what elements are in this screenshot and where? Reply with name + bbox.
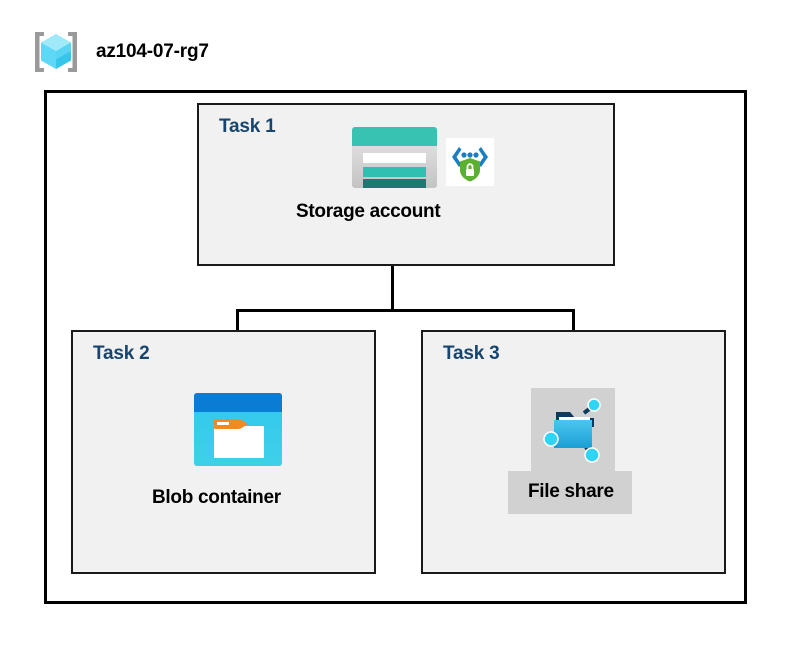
file-share-label: File share <box>508 471 632 514</box>
blob-container-label: Blob container <box>152 487 281 508</box>
blob-container-icon <box>194 393 282 466</box>
resource-group-header: az104-07-rg7 <box>30 26 209 78</box>
task-3-label: Task 3 <box>443 343 500 364</box>
connector-storage-trunk <box>391 228 394 312</box>
storage-account-label: Storage account <box>296 201 441 222</box>
resource-group-cube-icon <box>30 26 82 78</box>
task-2-label: Task 2 <box>93 343 150 364</box>
file-share-icon <box>531 388 615 472</box>
resource-group-name: az104-07-rg7 <box>96 41 209 62</box>
task-1-label: Task 1 <box>219 116 276 137</box>
connector-horizontal-bus <box>236 309 575 312</box>
storage-account-icon <box>352 127 437 188</box>
private-endpoint-icon <box>446 138 494 186</box>
